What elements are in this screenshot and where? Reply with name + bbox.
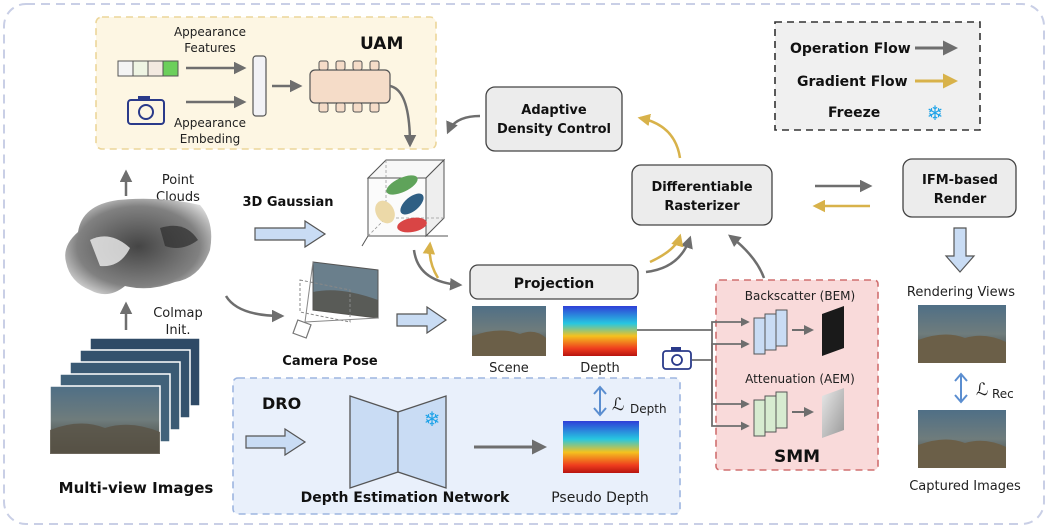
loss-rec-symbol: ℒ xyxy=(976,380,988,400)
gaussian-cube xyxy=(361,158,448,247)
appearance-features-line1: Appearance xyxy=(174,25,246,39)
aem-network xyxy=(753,391,788,437)
multi-view-image-stack xyxy=(49,337,201,455)
backscatter-output xyxy=(822,306,844,356)
appearance-embeding-line2: Embeding xyxy=(180,132,240,146)
loss-rec-subscript: Rec xyxy=(992,387,1014,401)
ifm-render-line2: Render xyxy=(934,192,987,207)
pseudo-depth-label: Pseudo Depth xyxy=(551,490,649,506)
concat-bar xyxy=(252,55,267,117)
colmap-init-line1: Colmap xyxy=(153,306,203,321)
captured-image xyxy=(918,410,1006,468)
colmap-init-line2: Init. xyxy=(166,323,191,338)
scene-thumbnail xyxy=(472,306,546,356)
legend-freeze: Freeze xyxy=(828,105,880,121)
depth-label: Depth xyxy=(580,361,620,376)
depth-estimation-network xyxy=(349,395,447,489)
depth-thumbnail xyxy=(563,306,637,356)
attenuation-output xyxy=(822,388,844,438)
scene-label: Scene xyxy=(489,361,529,376)
camera-pose-label: Camera Pose xyxy=(282,354,378,369)
adaptive-density-line1: Adaptive xyxy=(521,103,587,118)
pseudo-depth-image xyxy=(563,421,639,473)
ifm-render-box xyxy=(902,158,1017,218)
mlp-block xyxy=(309,60,391,113)
depth-network-label: Depth Estimation Network xyxy=(301,490,510,506)
point-clouds-line1: Point xyxy=(162,173,194,188)
camera-icon xyxy=(662,347,692,370)
adaptive-density-line2: Density Control xyxy=(497,122,611,137)
feature-vector xyxy=(117,60,179,77)
adaptive-density-control-box xyxy=(485,86,623,152)
dro-title: DRO xyxy=(262,394,301,413)
outer-frame xyxy=(3,3,1045,525)
appearance-embeding-line1: Appearance xyxy=(174,116,246,130)
attenuation-label: Attenuation (AEM) xyxy=(745,372,855,386)
projection-label: Projection xyxy=(514,276,594,292)
legend-gradient-flow: Gradient Flow xyxy=(797,74,908,90)
loss-depth-symbol: ℒ xyxy=(612,395,624,415)
appearance-features-line2: Features xyxy=(184,41,236,55)
camera-pose-arrow xyxy=(396,305,448,335)
legend-operation-flow: Operation Flow xyxy=(790,41,911,57)
rasterizer-line1: Differentiable xyxy=(651,180,752,195)
uam-title: UAM xyxy=(360,34,403,54)
camera-icon xyxy=(127,96,165,125)
smm-title: SMM xyxy=(774,447,820,467)
projection-box xyxy=(469,264,639,300)
ifm-render-line1: IFM-based xyxy=(922,173,998,188)
captured-images-label: Captured Images xyxy=(909,479,1021,494)
render-down-arrow xyxy=(944,227,976,273)
dro-panel xyxy=(232,377,681,515)
multi-view-images-label: Multi-view Images xyxy=(59,479,214,497)
differentiable-rasterizer-box xyxy=(631,164,773,226)
gaussian-3d-label: 3D Gaussian xyxy=(242,195,333,210)
loss-depth-subscript: Depth xyxy=(630,402,667,416)
rendering-view-image xyxy=(918,305,1006,363)
bem-network xyxy=(753,309,788,355)
point-cloud-image xyxy=(65,198,212,295)
snowflake-icon: ❄ xyxy=(927,101,944,125)
gaussian-input-arrow xyxy=(254,219,327,249)
backscatter-label: Backscatter (BEM) xyxy=(745,289,855,303)
rendering-views-label: Rendering Views xyxy=(907,285,1015,300)
dro-input-arrow xyxy=(245,427,307,457)
snowflake-icon: ❄ xyxy=(424,407,441,431)
camera-pose-frustum xyxy=(292,261,379,339)
rasterizer-line2: Rasterizer xyxy=(664,199,740,214)
